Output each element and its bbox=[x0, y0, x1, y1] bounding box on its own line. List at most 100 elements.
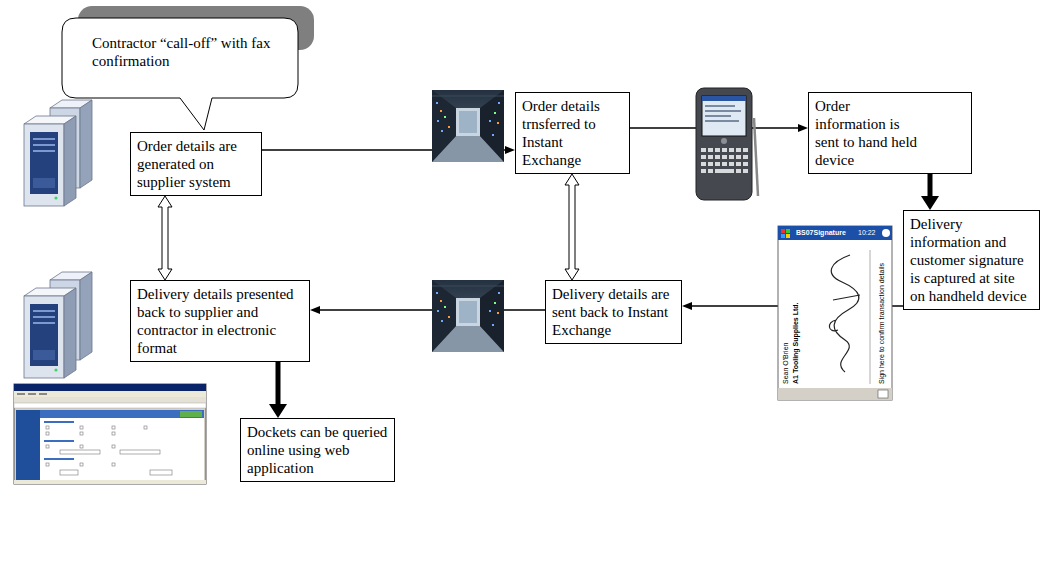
arrow-head bbox=[505, 146, 515, 154]
web-app-screenshot-part-part bbox=[80, 463, 83, 466]
handheld-device-part-part bbox=[722, 162, 727, 166]
web-app-screenshot-part-part bbox=[120, 450, 160, 454]
handheld-device-part bbox=[705, 105, 735, 107]
handheld-device-part bbox=[705, 110, 741, 112]
server-room-photo bbox=[432, 90, 504, 162]
handheld-device-part bbox=[754, 118, 758, 196]
web-app-screenshot-part bbox=[17, 393, 25, 395]
web-app-screenshot-part-part bbox=[112, 426, 115, 429]
box-text: Delivery details presented back to suppl… bbox=[137, 285, 303, 357]
handheld-device-part-part bbox=[722, 155, 727, 159]
double-arrow bbox=[158, 196, 172, 280]
callout-body bbox=[62, 18, 298, 130]
arrow-head bbox=[682, 302, 692, 310]
web-app-screenshot-part bbox=[16, 410, 40, 480]
web-app-screenshot-part bbox=[40, 410, 204, 418]
screen-text: Sign here to confirm transaction details bbox=[878, 263, 886, 384]
process-box: Dockets can be queried online using web … bbox=[240, 418, 395, 482]
signature-screenshot-part bbox=[781, 229, 785, 233]
web-app-screenshot-part-part bbox=[46, 426, 49, 429]
handheld-device-part-part bbox=[736, 162, 741, 166]
web-app-screenshot-part bbox=[14, 403, 206, 408]
handheld-device-part-part bbox=[715, 169, 734, 173]
handheld-device-part bbox=[721, 138, 727, 144]
handheld-device-part-part bbox=[729, 155, 734, 159]
server-icon bbox=[24, 272, 92, 378]
handheld-device-part-part bbox=[708, 155, 713, 159]
web-app-screenshot-part bbox=[14, 384, 206, 484]
web-app-screenshot-part-part bbox=[44, 421, 74, 423]
handheld-device-part-part bbox=[701, 155, 706, 159]
double-arrow bbox=[565, 174, 579, 280]
handheld-device-part-part bbox=[708, 148, 713, 152]
handheld-device-part bbox=[696, 88, 752, 200]
web-app-screenshot-part-part bbox=[46, 445, 49, 448]
box-text: Delivery information and customer signat… bbox=[910, 215, 1033, 305]
web-app-screenshot-part-part bbox=[112, 432, 115, 435]
handheld-device-part-part bbox=[715, 155, 720, 159]
signature-screenshot bbox=[778, 226, 892, 400]
handheld-device-part-part bbox=[729, 162, 734, 166]
handheld-device-part-part bbox=[729, 148, 734, 152]
process-box: Delivery information and customer signat… bbox=[903, 210, 1040, 310]
handheld-device-part-part bbox=[715, 148, 720, 152]
signature-screenshot-part bbox=[778, 226, 892, 400]
signature-screenshot-part bbox=[882, 229, 890, 237]
callout-bubble: Contractor “call-off” with fax confirmat… bbox=[62, 18, 298, 98]
signature-screenshot-part bbox=[878, 390, 888, 398]
web-app-screenshot-part-part bbox=[60, 470, 78, 475]
handheld-device-part-part bbox=[743, 162, 748, 166]
arrow-head bbox=[798, 124, 808, 132]
handheld-device-part-part bbox=[743, 155, 748, 159]
web-app-screenshot-part-part bbox=[80, 445, 83, 448]
box-text: Order details are generated on supplier … bbox=[137, 137, 255, 191]
handheld-device-part-part bbox=[701, 162, 706, 166]
web-app-screenshot-part-part bbox=[112, 445, 115, 448]
box-text: Delivery details are sent back to Instan… bbox=[552, 285, 675, 339]
arrow-head bbox=[310, 306, 320, 314]
handheld-device-part bbox=[702, 96, 746, 136]
handheld-device-part-part bbox=[715, 162, 720, 166]
signature-screenshot-part bbox=[781, 234, 785, 238]
arrow-head bbox=[269, 404, 287, 418]
process-box: Order details are generated on supplier … bbox=[130, 132, 262, 196]
box-text: Dockets can be queried online using web … bbox=[247, 423, 388, 477]
web-app-screenshot-part-part bbox=[80, 426, 83, 429]
handheld-device-part-part bbox=[708, 169, 713, 173]
screen-text: BS07Signature bbox=[796, 229, 846, 237]
signature-screenshot-part bbox=[786, 234, 790, 238]
handheld-device-part bbox=[705, 120, 739, 122]
web-app-screenshot-part bbox=[14, 480, 206, 484]
web-app-screenshot-part bbox=[14, 384, 206, 391]
web-app-screenshot-part-part bbox=[150, 470, 172, 475]
web-app-screenshot-part-part bbox=[80, 432, 83, 435]
arrow-shaft bbox=[928, 174, 933, 196]
server-icon bbox=[24, 100, 92, 206]
flow-arrow bbox=[565, 174, 579, 280]
handheld-device-part-part bbox=[708, 162, 713, 166]
web-app-screenshot-part bbox=[39, 393, 47, 395]
box-text: Order information is sent to hand held d… bbox=[815, 97, 921, 169]
handheld-device-part-part bbox=[701, 169, 706, 173]
signature-screenshot-part bbox=[778, 388, 892, 400]
handheld-device-part bbox=[702, 96, 746, 101]
web-app-screenshot-part bbox=[28, 393, 36, 395]
web-app-screenshot-part-part bbox=[144, 426, 147, 429]
screen-text: A1 Tooling Supplies Ltd. bbox=[792, 302, 800, 384]
web-app-screenshot bbox=[14, 384, 206, 484]
flow-arrow bbox=[158, 196, 172, 280]
signature-screenshot-part bbox=[870, 250, 871, 384]
box-text: Contractor “call-off” with fax confirmat… bbox=[92, 34, 276, 70]
web-app-screenshot-part bbox=[14, 397, 206, 403]
web-app-screenshot-part-part bbox=[60, 450, 100, 454]
handheld-device-part bbox=[705, 115, 731, 117]
screen-text: Sean O'Brien bbox=[782, 343, 790, 384]
flow-arrow bbox=[269, 362, 287, 418]
handheld-device-part-part bbox=[743, 169, 748, 173]
server-room-photo bbox=[432, 280, 504, 352]
web-app-screenshot-part-part bbox=[46, 463, 49, 466]
signature-screenshot-part bbox=[786, 229, 790, 233]
web-app-screenshot-part-part bbox=[44, 458, 74, 460]
signature-screenshot-part bbox=[778, 226, 892, 240]
